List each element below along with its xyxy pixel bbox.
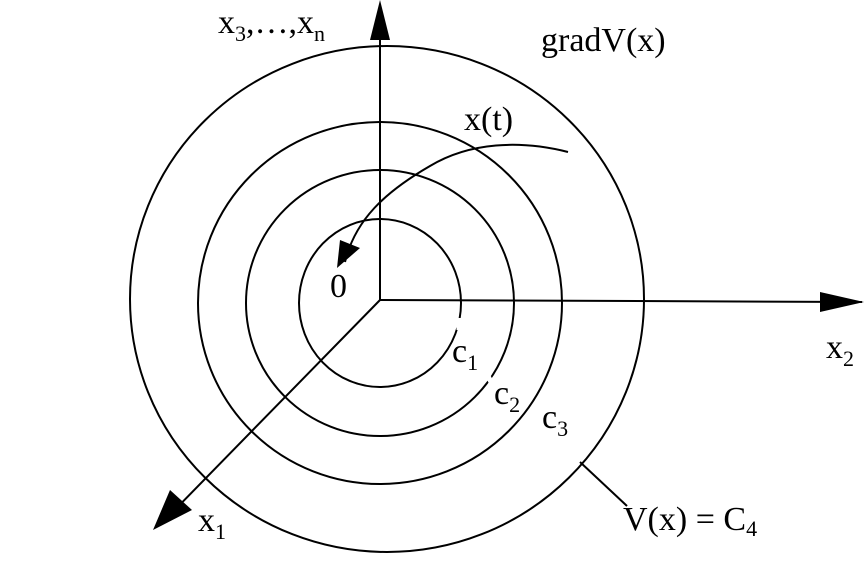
axis-x1-label: x1 [198,502,226,544]
axis-x3-xn-label: x3,…,xn [218,4,325,46]
axis-x2 [379,299,863,303]
level-c4-label: V(x) = C4 [623,501,757,541]
axis-x1-arrow-icon [153,490,192,530]
trajectory-arrow-icon [337,240,360,268]
axis-x2-label: x2 [826,329,854,371]
level-curve-c4 [129,45,645,553]
axis-x3-arrow-icon [370,0,390,40]
level-c2-label: c2 [494,375,520,417]
gradient-label: gradV(x) [541,22,666,59]
origin-label: 0 [330,268,347,305]
axis-x1 [159,299,381,526]
level-c3-label: c3 [542,399,568,441]
trajectory-curve [344,143,569,263]
level-4-leader-line [579,461,628,507]
level-c1-label: c1 [452,333,478,375]
trajectory-label: x(t) [464,101,513,138]
axis-x2-arrow-icon [820,292,864,312]
